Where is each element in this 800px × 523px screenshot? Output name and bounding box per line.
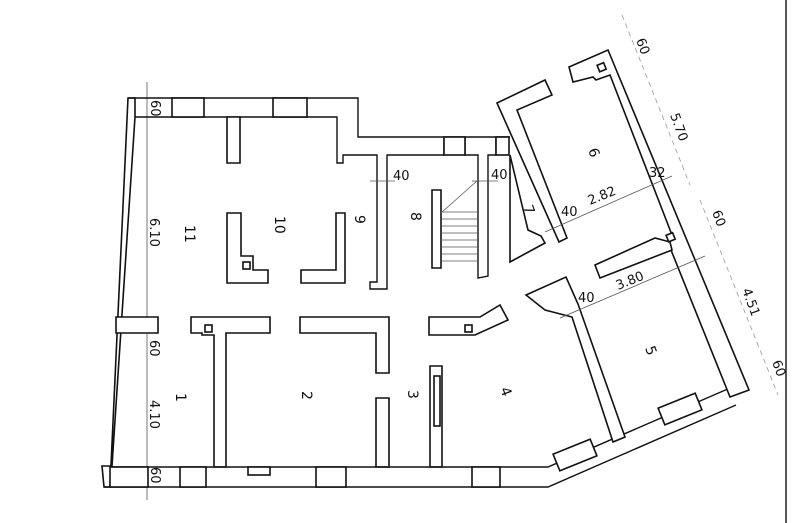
dimension-axis-right-upper xyxy=(621,14,691,186)
wall-2-3 xyxy=(299,316,390,374)
dim-right-wall-bottom: 60 xyxy=(768,358,788,379)
exterior-wall-left xyxy=(101,97,136,488)
dim-room-5-width: 3.80 xyxy=(614,269,646,294)
dimension-axis-right-lower xyxy=(699,199,779,396)
stairs xyxy=(440,179,479,262)
wall-l-10 xyxy=(300,212,346,284)
window xyxy=(495,136,510,156)
dim-left-wall-bottom: 60 xyxy=(147,467,162,484)
dim-left-wall-mid: 60 xyxy=(146,340,161,357)
wall-l-11 xyxy=(226,212,269,284)
dim-room-6-width: 2.82 xyxy=(586,184,618,209)
dim-left-length-lower: 4.10 xyxy=(146,400,161,429)
window xyxy=(315,466,347,488)
window xyxy=(657,392,703,426)
dim-right-wall-mid: 60 xyxy=(708,208,728,229)
room-label-9: 9 xyxy=(351,215,367,224)
wall-7 xyxy=(509,154,547,264)
window xyxy=(552,438,598,472)
chimney-icon xyxy=(204,324,213,333)
wall-stub-11-10 xyxy=(226,116,241,164)
room-label-1: 1 xyxy=(172,393,188,402)
door-4 xyxy=(433,375,441,427)
dim-left-length-upper: 6.10 xyxy=(146,218,161,247)
dimension-line-room-6 xyxy=(544,175,673,233)
room-label-4: 4 xyxy=(496,385,514,399)
window xyxy=(272,97,308,118)
chimney-icon xyxy=(464,324,473,333)
dimension-line-room-5 xyxy=(559,255,706,319)
dim-left-wall-top: 60 xyxy=(147,100,162,117)
room-label-2: 2 xyxy=(298,391,314,400)
window xyxy=(179,466,207,488)
exterior-wall-mid-left xyxy=(115,316,159,334)
radiator xyxy=(247,466,271,476)
window xyxy=(171,97,205,118)
wall-6-left xyxy=(495,78,569,244)
dim-right-length-lower: 4.51 xyxy=(738,286,762,318)
dim-wall-5-left: 40 xyxy=(578,291,595,306)
exterior-wall-outline xyxy=(128,97,510,290)
wall-1-2 xyxy=(190,316,271,468)
room-label-10: 10 xyxy=(271,216,287,234)
window xyxy=(443,136,466,156)
dim-right-wall-top: 60 xyxy=(632,36,652,57)
wall-stub-3 xyxy=(375,397,390,468)
dim-right-length-upper: 5.70 xyxy=(666,111,690,143)
wall-6-5 xyxy=(593,237,673,280)
wall-stairs xyxy=(431,189,442,269)
wall-5-left xyxy=(524,275,627,444)
dim-wall-9: 40 xyxy=(393,169,410,184)
dim-wall-6-right: 32 xyxy=(649,166,666,181)
room-label-6: 6 xyxy=(584,146,602,160)
chimney-icon xyxy=(242,261,251,270)
room-label-8: 8 xyxy=(407,212,423,221)
chimney-icon xyxy=(596,61,608,73)
room-label-3: 3 xyxy=(404,390,420,399)
dim-wall-7: 40 xyxy=(561,205,578,220)
wall-3-4 xyxy=(428,303,510,336)
chimney-icon xyxy=(665,231,677,243)
window xyxy=(109,466,149,488)
window xyxy=(471,466,501,488)
room-label-5: 5 xyxy=(641,344,659,358)
room-label-11: 11 xyxy=(181,225,197,243)
dim-wall-8: 40 xyxy=(491,168,508,183)
